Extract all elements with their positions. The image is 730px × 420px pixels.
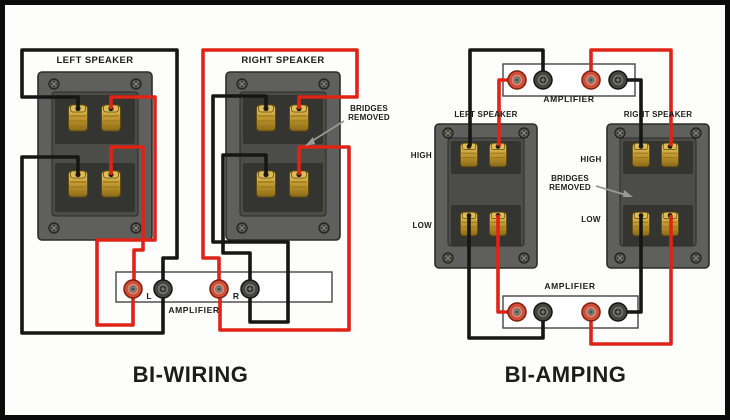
- wire-top-amp-right-positive: [589, 48, 673, 146]
- amp-terminal-left-negative: [153, 279, 173, 299]
- screw-icon: [48, 78, 60, 90]
- bi-wiring-section: [20, 48, 359, 335]
- screw-icon: [690, 252, 702, 264]
- top-amp-terminal-left-negative: [533, 70, 553, 90]
- bottom-amp-terminal-left-negative: [533, 302, 553, 322]
- top-amp-terminal-right-negative: [608, 70, 628, 90]
- bi-wiring-left-speaker-panel: [37, 71, 153, 241]
- bi-amping-section: [434, 48, 710, 346]
- screw-icon: [690, 127, 702, 139]
- screw-icon: [130, 78, 142, 90]
- bi-amping-top-amplifier-label: AMPLIFIER: [543, 94, 595, 104]
- top-amp-terminal-left-positive: [507, 70, 527, 90]
- bridges-arrow: [595, 185, 627, 196]
- bi-amping-wires: [467, 48, 673, 346]
- wire-left-low-negative: [20, 155, 165, 335]
- bottom-amp-terminal-right-positive: [581, 302, 601, 322]
- amp-terminal-right-negative: [240, 279, 260, 299]
- screw-icon: [318, 222, 330, 234]
- amp-terminal-left-positive: [123, 279, 143, 299]
- left-channel-label: L: [146, 291, 152, 301]
- binding-post: [459, 142, 479, 168]
- wire-left-high-positive: [95, 95, 157, 327]
- bridges-note-line2: REMOVED: [549, 183, 591, 192]
- right-channel-label: R: [232, 291, 240, 301]
- right-speaker-high-label: HIGH: [580, 155, 602, 164]
- left-speaker-low-label: LOW: [412, 221, 432, 230]
- bi-amping-right-speaker-label: RIGHT SPEAKER: [623, 110, 693, 119]
- bridges-note-line2: REMOVED: [348, 113, 390, 122]
- bridges-note-line1: BRIDGES: [350, 104, 388, 113]
- wire-bottom-amp-left-negative: [467, 215, 545, 340]
- bi-wiring-amplifier-label: AMPLIFIER: [168, 305, 220, 315]
- bottom-amp-terminal-right-negative: [608, 302, 628, 322]
- screw-icon: [614, 127, 626, 139]
- bi-amping-right-speaker-panel: [606, 123, 710, 269]
- bottom-amp-terminal-left-positive: [507, 302, 527, 322]
- screw-icon: [442, 252, 454, 264]
- wire-right-high-positive: [201, 48, 359, 289]
- right-speaker-low-label: LOW: [581, 215, 601, 224]
- bi-amping-left-speaker-panel: [434, 123, 538, 269]
- bridges-arrowhead: [623, 190, 633, 197]
- screw-icon: [48, 222, 60, 234]
- bi-wiring-wires: [20, 48, 359, 335]
- screw-icon: [130, 222, 142, 234]
- wire-right-high-negative: [211, 94, 290, 324]
- bi-amping-left-speaker-label: LEFT SPEAKER: [454, 110, 518, 119]
- bi-wiring-left-speaker-label: LEFT SPEAKER: [56, 55, 134, 66]
- screw-icon: [236, 222, 248, 234]
- bridges-arrow: [311, 120, 345, 142]
- wire-top-amp-left-negative: [468, 48, 545, 146]
- top-amp-terminal-right-positive: [581, 70, 601, 90]
- binding-post: [631, 142, 651, 168]
- wire-left-low-positive: [109, 145, 145, 289]
- bi-wiring-bridges-note: BRIDGES REMOVED: [342, 104, 396, 122]
- bi-wiring-title: BI-WIRING: [132, 362, 249, 387]
- bridges-arrowhead: [305, 137, 315, 146]
- bridges-note-line1: BRIDGES: [551, 174, 589, 183]
- bi-wiring-right-speaker-panel: [225, 71, 341, 241]
- wire-right-low-positive: [218, 145, 351, 332]
- wire-bottom-amp-right-positive: [589, 215, 673, 346]
- wire-left-high-negative: [20, 48, 179, 289]
- screw-icon: [236, 78, 248, 90]
- bi-amping-bottom-amplifier-label: AMPLIFIER: [544, 281, 596, 291]
- screw-icon: [614, 252, 626, 264]
- screw-icon: [518, 252, 530, 264]
- binding-post: [488, 142, 508, 168]
- bi-amping-title: BI-AMPING: [504, 362, 627, 387]
- binding-post: [660, 142, 680, 168]
- left-speaker-high-label: HIGH: [410, 151, 432, 160]
- screw-icon: [442, 127, 454, 139]
- screw-icon: [518, 127, 530, 139]
- wire-right-low-negative: [221, 153, 268, 289]
- screw-icon: [318, 78, 330, 90]
- amp-terminal-right-positive: [209, 279, 229, 299]
- bi-amping-bridges-note: BRIDGES REMOVED: [542, 174, 598, 192]
- bi-wiring-right-speaker-label: RIGHT SPEAKER: [241, 55, 325, 66]
